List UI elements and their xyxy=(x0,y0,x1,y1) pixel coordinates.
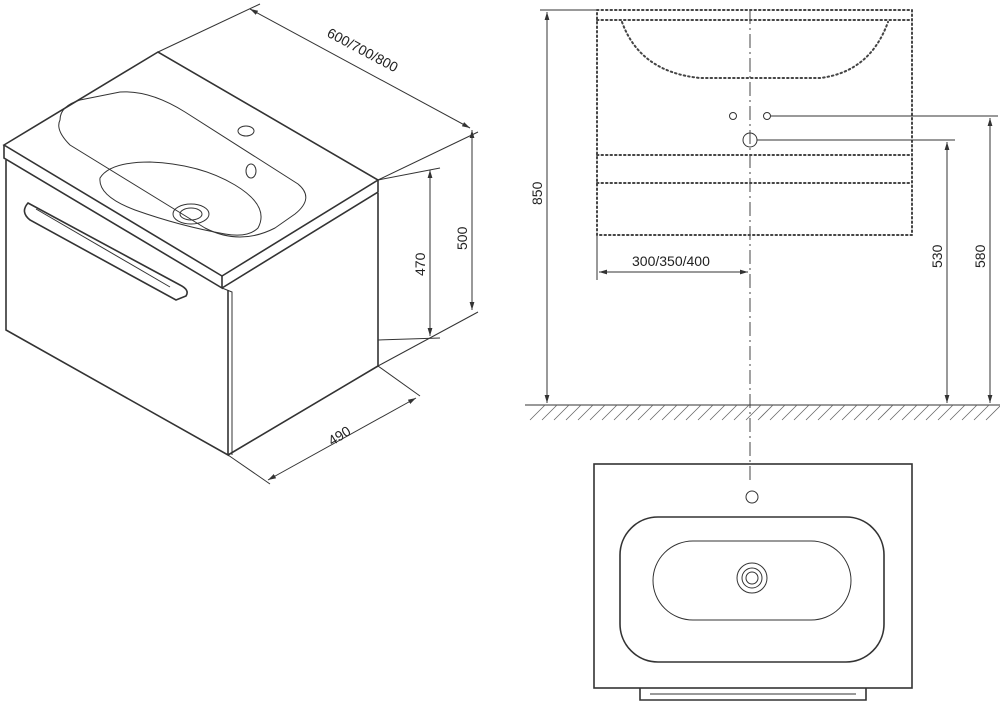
iso-drain-outer xyxy=(172,203,210,225)
iso-500-ext-bottom xyxy=(377,311,479,367)
iso-cabinet-side xyxy=(227,193,379,456)
iso-490-dimline xyxy=(267,397,417,481)
front-basin-bowl xyxy=(621,21,889,79)
front-inlet-right xyxy=(763,112,771,120)
top-outline xyxy=(593,463,913,689)
iso-470-ext-top xyxy=(377,167,441,181)
top-drain-outer xyxy=(736,562,768,594)
front-580-label: 580 xyxy=(972,244,988,268)
iso-width-dimline xyxy=(249,8,471,129)
top-basin-bowl xyxy=(652,540,852,621)
iso-width-ext-left xyxy=(157,3,261,53)
iso-490-label: 490 xyxy=(325,422,353,448)
iso-cabinet-front xyxy=(5,160,229,457)
top-front-lip xyxy=(639,688,867,701)
iso-500-label: 500 xyxy=(454,226,470,250)
iso-basin-rim xyxy=(58,91,307,238)
floor-hatching xyxy=(529,404,1000,421)
iso-470-label: 470 xyxy=(412,252,428,276)
iso-width-ext-right xyxy=(377,131,479,181)
iso-width-label: 600/700/800 xyxy=(325,25,401,76)
top-view xyxy=(593,463,913,701)
iso-470-ext-bottom xyxy=(377,337,441,341)
iso-top-surface xyxy=(2,51,380,277)
iso-basin-bowl xyxy=(99,161,262,236)
iso-drain-inner xyxy=(179,207,203,221)
iso-handle-detail xyxy=(35,208,171,288)
front-cabinet-outline xyxy=(596,9,913,236)
top-drain-inner xyxy=(745,571,759,585)
iso-overflow xyxy=(245,163,257,179)
front-850-label: 850 xyxy=(529,181,545,205)
front-half-label: 300/350/400 xyxy=(632,253,710,269)
iso-490-ext-left xyxy=(227,454,271,485)
iso-drawer-handle xyxy=(23,201,188,301)
front-inlet-left xyxy=(729,112,737,120)
top-basin-rim xyxy=(619,516,885,663)
top-drain-mid xyxy=(741,567,763,589)
isometric-view: 600/700/800 470 500 490 xyxy=(2,3,479,485)
front-530-label: 530 xyxy=(929,244,945,268)
iso-top-edge xyxy=(3,145,379,290)
top-tap-hole xyxy=(745,490,759,504)
iso-tap-hole xyxy=(237,125,255,137)
iso-490-ext-right xyxy=(377,365,421,397)
iso-cabinet-corner xyxy=(221,287,233,455)
front-view: 850 300/350/400 530 580 xyxy=(525,9,1000,480)
